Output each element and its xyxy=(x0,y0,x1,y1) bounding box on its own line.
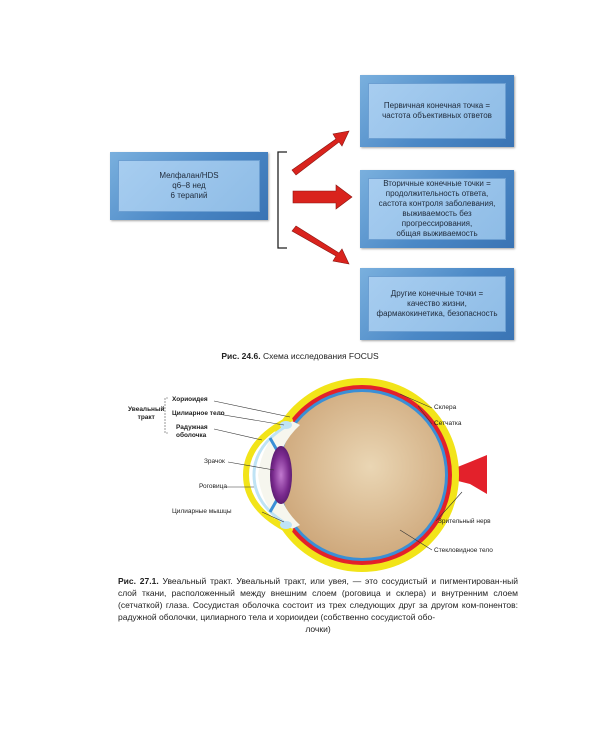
arrow-mid xyxy=(292,184,353,210)
ciliary-body-lower xyxy=(280,521,292,529)
cornea xyxy=(242,415,294,535)
ciliary-body-upper xyxy=(280,421,292,429)
cornea-inner xyxy=(252,422,291,528)
source-box-text: Мелфалан/HDS q6–8 нед 6 терапий xyxy=(118,160,260,212)
label-retina: Сетчатка xyxy=(434,420,462,427)
other-endpoint-text: Другие конечные точки = качество жизни, … xyxy=(368,276,506,332)
label-ciliary-muscles: Цилиарные мышцы xyxy=(172,508,232,515)
secondary-endpoint-box: Вторичные конечные точки = продолжительн… xyxy=(360,170,514,248)
figure-24-6-title: Схема исследования FOCUS xyxy=(262,351,379,361)
secondary-endpoint-text: Вторичные конечные точки = продолжительн… xyxy=(368,178,506,240)
label-optic-nerve: Зрительный нерв xyxy=(438,518,491,525)
vitreous-body xyxy=(279,392,445,558)
uveal-bracket xyxy=(164,397,168,434)
figure-27-1-number: Рис. 27.1. xyxy=(118,576,159,586)
arrow-up xyxy=(291,130,350,176)
leader-lines xyxy=(213,393,463,551)
label-iris: Радужная оболочка xyxy=(176,424,208,439)
arrow-down xyxy=(291,225,350,265)
source-box: Мелфалан/HDS q6–8 нед 6 терапий xyxy=(110,152,268,220)
label-sclera: Склера xyxy=(434,404,457,411)
figure-24-6-number: Рис. 24.6. xyxy=(221,351,261,361)
anterior-chamber xyxy=(258,420,300,530)
figure-27-1-text: Увеальный тракт. Увеальный тракт, или ув… xyxy=(118,576,518,622)
lens xyxy=(270,446,292,504)
label-pupil: Зрачок xyxy=(204,458,225,465)
figure-27-1-text-end: лочки) xyxy=(305,624,331,634)
bracket xyxy=(277,151,287,249)
optic-nerve xyxy=(450,455,487,494)
label-cornea: Роговица xyxy=(199,483,227,490)
figure-27-1-caption: Рис. 27.1. Увеальный тракт. Увеальный тр… xyxy=(118,575,518,635)
label-ciliary-body: Цилиарное тело xyxy=(172,410,225,417)
label-choroid: Хориоидея xyxy=(172,396,208,403)
figure-24-6-caption: Рис. 24.6. Схема исследования FOCUS xyxy=(0,351,600,361)
label-uveal-tract: Увеальный тракт xyxy=(128,406,165,421)
primary-endpoint-text: Первичная конечная точка = частота объек… xyxy=(368,83,506,139)
primary-endpoint-box: Первичная конечная точка = частота объек… xyxy=(360,75,514,147)
other-endpoint-box: Другие конечные точки = качество жизни, … xyxy=(360,268,514,340)
label-vitreous: Стекловидное тело xyxy=(434,547,493,554)
